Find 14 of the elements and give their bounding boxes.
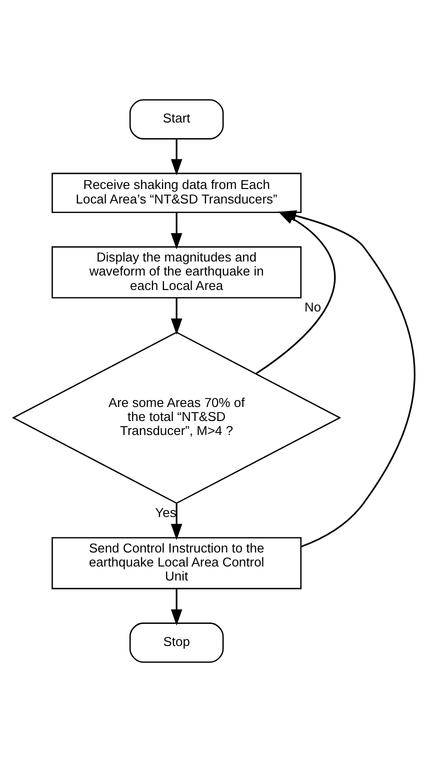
arrow xyxy=(170,212,182,250)
node-box: Stop xyxy=(128,622,224,663)
arrow xyxy=(170,139,182,176)
edge-label: Yes xyxy=(154,504,176,520)
node-box: Display the magnitudes and waveform of the earthquake in each Local Area xyxy=(51,246,302,298)
edge-label: No xyxy=(304,299,321,314)
arrow xyxy=(170,298,182,335)
arrow xyxy=(170,588,182,626)
node-box: Start xyxy=(128,99,224,140)
arrow xyxy=(279,210,415,548)
node-box: Send Control Instruction to the earthquake Local Area Control Unit xyxy=(51,537,302,590)
node-diamond: Are some Areas 70% of the total “NT&SD Transducer”, M>4 ? xyxy=(11,332,341,504)
arrow xyxy=(170,503,182,540)
node-box: Receive shaking data from Each Local Area’s “NT&SD Transducers” xyxy=(51,172,302,213)
